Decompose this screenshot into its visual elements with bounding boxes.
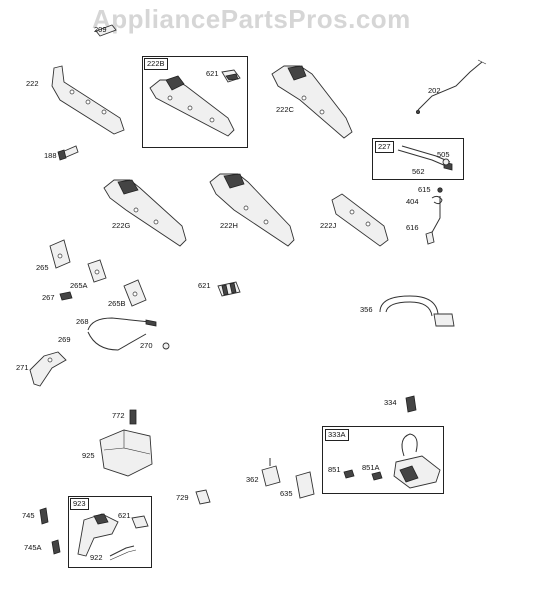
label-222J[interactable]: 222J (320, 221, 337, 230)
label-851[interactable]: 851 (328, 465, 341, 474)
label-922[interactable]: 922 (90, 553, 103, 562)
part-923-bracket[interactable] (77, 513, 119, 557)
part-270-nut[interactable] (162, 342, 170, 350)
label-267[interactable]: 267 (42, 293, 55, 302)
part-222B-bracket[interactable] (149, 75, 235, 137)
label-222[interactable]: 222 (26, 79, 39, 88)
label-356[interactable]: 356 (360, 305, 373, 314)
part-772-screw[interactable] (129, 409, 137, 425)
part-334-screw[interactable] (405, 395, 417, 413)
part-621-clip-c[interactable] (131, 515, 149, 529)
label-268[interactable]: 268 (76, 317, 89, 326)
part-202-rod[interactable] (415, 59, 487, 115)
label-265[interactable]: 265 (36, 263, 49, 272)
part-621-clip-a[interactable] (221, 69, 241, 83)
part-222-bracket[interactable] (51, 65, 125, 135)
label-562[interactable]: 562 (412, 167, 425, 176)
label-222C[interactable]: 222C (276, 105, 294, 114)
group-box-227 (372, 138, 464, 180)
part-851-screw[interactable] (343, 469, 355, 479)
part-222C-bracket[interactable] (271, 65, 353, 139)
label-188[interactable]: 188 (44, 151, 57, 160)
part-922-spring[interactable] (109, 545, 137, 561)
label-635[interactable]: 635 (280, 489, 293, 498)
part-356-harness[interactable] (379, 295, 455, 327)
label-222H[interactable]: 222H (220, 221, 238, 230)
part-729-clamp[interactable] (195, 489, 211, 505)
label-270[interactable]: 270 (140, 341, 153, 350)
part-267-screw[interactable] (59, 291, 73, 301)
label-621-a[interactable]: 621 (206, 69, 219, 78)
label-404[interactable]: 404 (406, 197, 419, 206)
part-615-washer[interactable] (437, 187, 443, 193)
part-188-bolt[interactable] (57, 145, 79, 161)
part-621-clip-b[interactable] (217, 281, 241, 297)
part-404-spring[interactable] (431, 195, 443, 205)
label-269[interactable]: 269 (58, 335, 71, 344)
label-729[interactable]: 729 (176, 493, 189, 502)
label-745A[interactable]: 745A (24, 543, 42, 552)
group-box-923 (68, 496, 152, 568)
part-925-tank[interactable] (99, 429, 153, 477)
part-268-cable[interactable] (87, 317, 157, 351)
label-265A[interactable]: 265A (70, 281, 88, 290)
label-615[interactable]: 615 (418, 185, 431, 194)
label-362[interactable]: 362 (246, 475, 259, 484)
part-505-nut[interactable] (442, 158, 450, 166)
label-925[interactable]: 925 (82, 451, 95, 460)
label-505[interactable]: 505 (437, 150, 450, 159)
label-334[interactable]: 334 (384, 398, 397, 407)
label-265B[interactable]: 265B (108, 299, 126, 308)
part-635-elbow[interactable] (295, 471, 315, 499)
group-box-222B (142, 56, 248, 148)
part-362-cap[interactable] (261, 458, 281, 487)
part-265A-plate[interactable] (87, 259, 107, 283)
tag-333A[interactable]: 333A (325, 429, 349, 441)
label-621-b[interactable]: 621 (198, 281, 211, 290)
label-202[interactable]: 202 (428, 86, 441, 95)
part-333A-armature[interactable] (393, 433, 441, 489)
label-772[interactable]: 772 (112, 411, 125, 420)
label-745[interactable]: 745 (22, 511, 35, 520)
part-222J-bracket[interactable] (331, 193, 389, 247)
watermark: AppliancePartsPros.com (92, 4, 411, 34)
tag-222B[interactable]: 222B (144, 58, 168, 70)
part-222H-bracket[interactable] (209, 173, 295, 247)
part-265-plate[interactable] (49, 239, 71, 269)
label-209[interactable]: 209 (94, 25, 107, 34)
label-621-c[interactable]: 621 (118, 511, 131, 520)
part-271-lever[interactable] (29, 351, 67, 387)
label-851A[interactable]: 851A (362, 463, 380, 472)
part-222G-bracket[interactable] (103, 179, 187, 247)
part-745A-screw[interactable] (51, 539, 61, 555)
part-616-crank[interactable] (425, 196, 441, 245)
group-box-333A (322, 426, 444, 494)
part-265B-plate[interactable] (123, 279, 147, 307)
label-271[interactable]: 271 (16, 363, 29, 372)
label-616[interactable]: 616 (406, 223, 419, 232)
tag-227[interactable]: 227 (375, 141, 394, 153)
tag-923[interactable]: 923 (70, 498, 89, 510)
label-222G[interactable]: 222G (112, 221, 131, 230)
part-851A-screw[interactable] (371, 471, 383, 481)
part-745-screw[interactable] (39, 507, 49, 525)
part-209-clip[interactable] (95, 24, 117, 37)
